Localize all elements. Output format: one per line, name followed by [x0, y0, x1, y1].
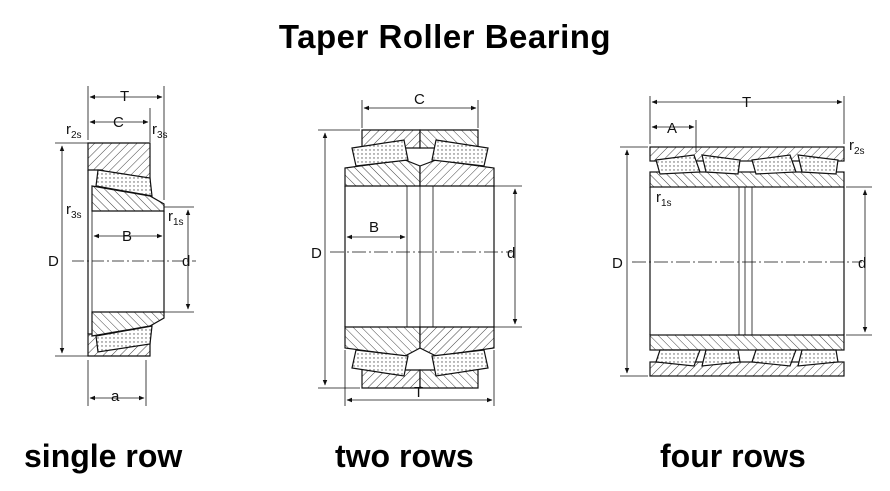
- four-label-A: A: [667, 120, 677, 137]
- four-roller-bottom-1: [655, 349, 701, 367]
- single-label-T: T: [120, 88, 129, 105]
- single-label-C: C: [113, 114, 124, 131]
- two-label-B: B: [369, 219, 379, 236]
- two-roller-top-right: [431, 139, 489, 167]
- two-roller-top-left: [351, 139, 409, 167]
- four-label-r1s: r1s: [656, 189, 672, 209]
- four-inner-ring-top: [649, 171, 845, 188]
- two-label-T: T: [414, 384, 423, 401]
- single-row-diagram: [55, 86, 196, 406]
- four-outer-ring-top: [649, 146, 845, 162]
- two-rows-diagram: [318, 100, 522, 406]
- two-label-C: C: [414, 91, 425, 108]
- caption-single-row: single row: [24, 438, 183, 474]
- four-roller-top-1: [655, 154, 701, 175]
- four-label-r2s: r2s: [849, 137, 865, 157]
- single-label-a: a: [111, 388, 120, 405]
- single-label-r3s-top: r3s: [152, 121, 168, 141]
- four-roller-top-3: [751, 154, 797, 175]
- single-roller-top: [95, 169, 153, 197]
- single-label-r2s: r2s: [66, 121, 82, 141]
- two-label-D: D: [311, 245, 322, 262]
- four-rows-diagram: [620, 96, 872, 377]
- four-roller-top-4: [797, 154, 839, 175]
- page-title: Taper Roller Bearing: [278, 18, 612, 55]
- four-label-d: d: [858, 255, 866, 272]
- four-roller-bottom-4: [797, 349, 839, 367]
- single-label-D: D: [48, 253, 59, 270]
- four-roller-bottom-2: [701, 349, 741, 367]
- four-label-T: T: [742, 94, 751, 111]
- single-label-d: d: [182, 253, 190, 270]
- four-roller-bottom-3: [751, 349, 797, 367]
- four-roller-top-2: [701, 154, 741, 175]
- caption-two-rows: two rows: [335, 438, 474, 474]
- caption-four-rows: four rows: [660, 438, 806, 474]
- two-label-d: d: [507, 245, 515, 262]
- single-label-B: B: [122, 228, 132, 245]
- single-label-r3s-side: r3s: [66, 201, 82, 221]
- two-inner-ring-top-right: [419, 159, 495, 187]
- single-label-r1s: r1s: [168, 208, 184, 228]
- single-inner-ring-bottom: [91, 311, 165, 337]
- two-roller-bottom-left: [351, 349, 409, 377]
- four-outer-ring-bottom: [649, 361, 845, 377]
- two-inner-ring-bottom-left: [344, 326, 421, 357]
- four-label-D: D: [612, 255, 623, 272]
- single-roller-bottom: [95, 325, 153, 353]
- four-inner-ring-bottom: [649, 334, 845, 351]
- two-roller-bottom-right: [431, 349, 489, 377]
